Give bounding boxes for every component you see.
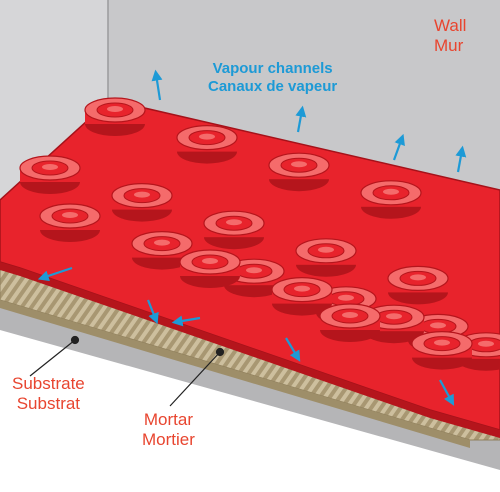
vapour-arrow bbox=[171, 315, 201, 327]
wall-label: Wall Mur bbox=[434, 16, 466, 56]
vapour-arrow bbox=[392, 133, 405, 161]
mortar-leader bbox=[169, 351, 221, 407]
membrane-stud bbox=[39, 203, 101, 242]
membrane-studs bbox=[19, 97, 500, 371]
membrane-stud bbox=[271, 277, 333, 316]
vapour-arrow bbox=[37, 266, 73, 282]
vapour-arrow bbox=[146, 299, 159, 325]
membrane-stud bbox=[387, 265, 449, 305]
membrane-stud bbox=[268, 152, 330, 192]
vapour-arrow bbox=[455, 145, 467, 173]
membrane-stud bbox=[319, 303, 381, 342]
wall-label-fr: Mur bbox=[434, 36, 464, 55]
substrate-label-fr: Substrat bbox=[16, 394, 81, 413]
vapour-arrow bbox=[439, 379, 455, 406]
membrane-stud bbox=[19, 155, 81, 194]
membrane-stud bbox=[203, 210, 265, 250]
substrate-label-en: Substrate bbox=[12, 374, 85, 393]
substrate-leader bbox=[29, 339, 76, 377]
membrane-stud bbox=[411, 331, 473, 370]
mortar-label-fr: Mortier bbox=[142, 430, 195, 449]
wall-label-en: Wall bbox=[434, 16, 467, 35]
membrane-stud bbox=[84, 97, 146, 136]
membrane-stud bbox=[295, 238, 357, 277]
membrane-stud bbox=[360, 180, 422, 219]
vapour-arrow bbox=[295, 105, 307, 133]
membrane-stud bbox=[131, 231, 193, 270]
mortar-label-en: Mortar bbox=[143, 410, 194, 429]
vapour-arrows bbox=[37, 69, 467, 406]
membrane-stud bbox=[111, 183, 173, 222]
vapour-label-fr: Canaux de vapeur bbox=[208, 78, 338, 95]
vapour-label-en: Vapour channels bbox=[212, 60, 333, 77]
vapour-arrow bbox=[285, 337, 301, 362]
vapour-label: Vapour channels Canaux de vapeur bbox=[208, 60, 337, 96]
membrane-stud bbox=[176, 125, 238, 164]
mortar-label: Mortar Mortier bbox=[142, 410, 195, 450]
membrane-stud bbox=[179, 249, 241, 288]
vapour-arrow bbox=[151, 69, 163, 101]
leader-lines bbox=[29, 335, 225, 407]
mortar-leader-dot bbox=[215, 347, 225, 357]
substrate-leader-dot bbox=[70, 335, 80, 345]
substrate-label: Substrate Substrat bbox=[12, 374, 85, 414]
